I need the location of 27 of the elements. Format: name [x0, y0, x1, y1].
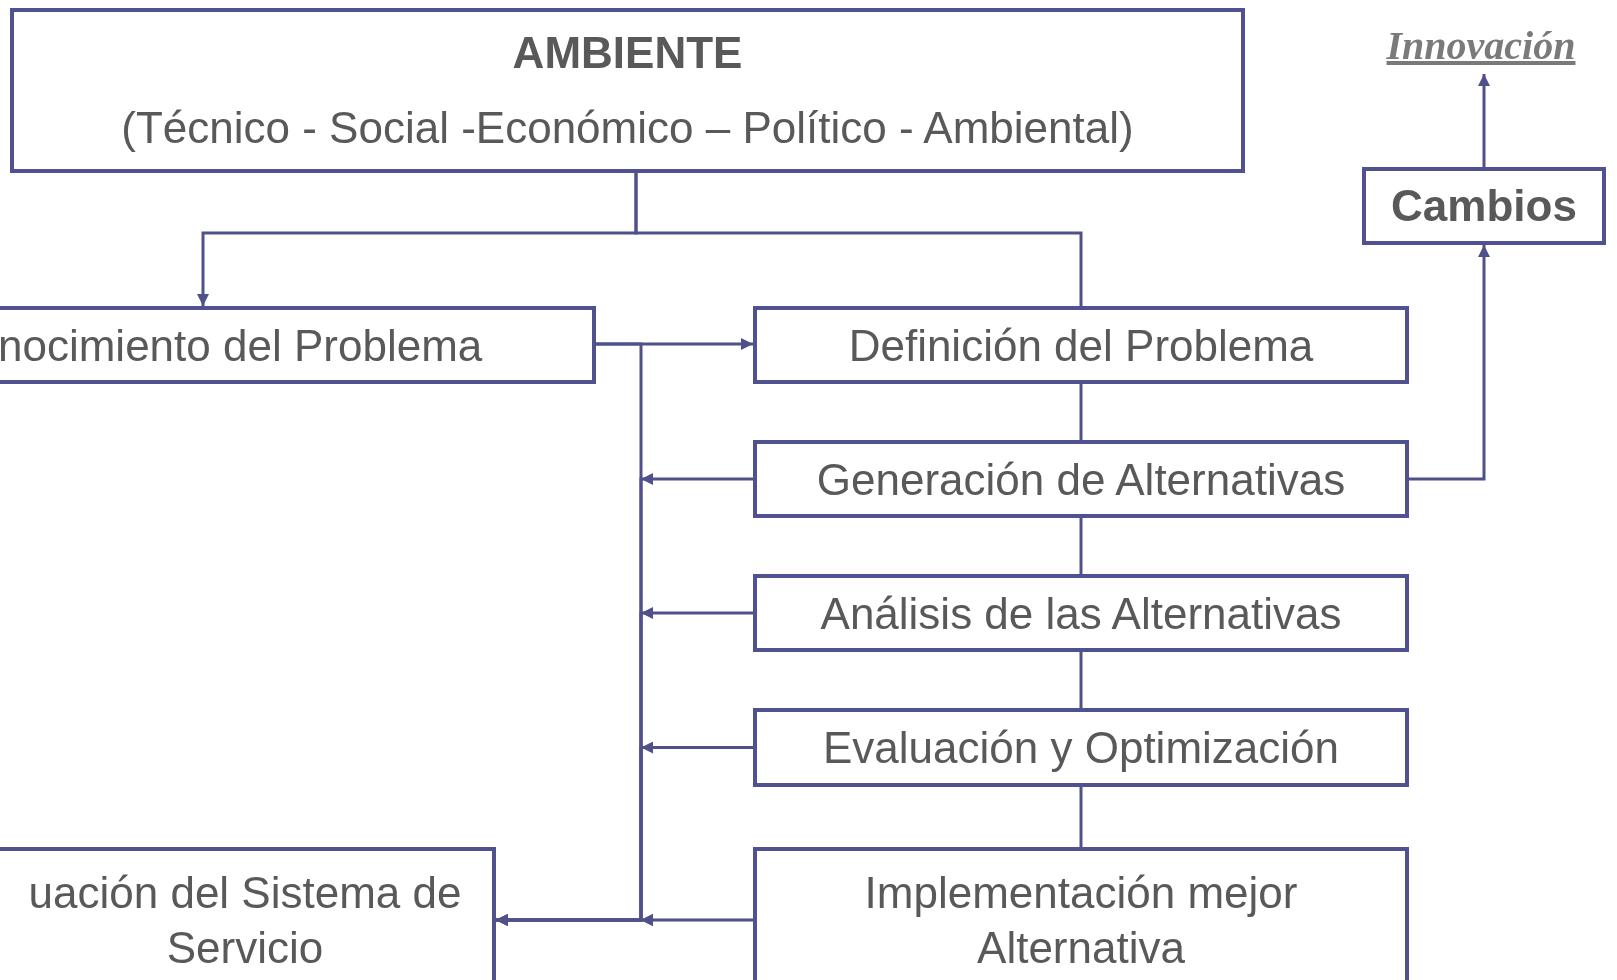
box-subtitle: (Técnico - Social -Económico – Político - Ambiental) [121, 105, 1134, 150]
process-box [753, 574, 1409, 652]
connector-line [634, 173, 1083, 306]
process-box [753, 847, 1409, 980]
box-label: Generación de Alternativas [816, 453, 1346, 506]
process-box [753, 306, 1409, 384]
process-box [753, 440, 1409, 518]
process-box [0, 306, 596, 384]
connector-line [1079, 787, 1083, 847]
arrow [1409, 245, 1490, 481]
process-box [1362, 167, 1606, 245]
box-label: Implementación mejor Alternativa [863, 866, 1299, 974]
box-title: AMBIENTE [512, 31, 743, 76]
connector-line [1079, 518, 1083, 574]
connector-line [1079, 652, 1083, 708]
box-label: Definición del Problema [848, 319, 1314, 372]
process-box [753, 708, 1409, 787]
process-box [0, 847, 496, 980]
heading-text: Innovación [1386, 26, 1576, 66]
environment-box [10, 8, 1245, 173]
box-label: nocimiento del Problema [0, 319, 483, 372]
box-label: uación del Sistema de Servicio [27, 866, 463, 974]
box-label: Cambios [1391, 184, 1577, 228]
connector-line [1079, 384, 1083, 440]
arrow [1478, 74, 1490, 167]
box-label: Análisis de las Alternativas [820, 587, 1342, 640]
box-label: Evaluación y Optimización [823, 722, 1339, 774]
